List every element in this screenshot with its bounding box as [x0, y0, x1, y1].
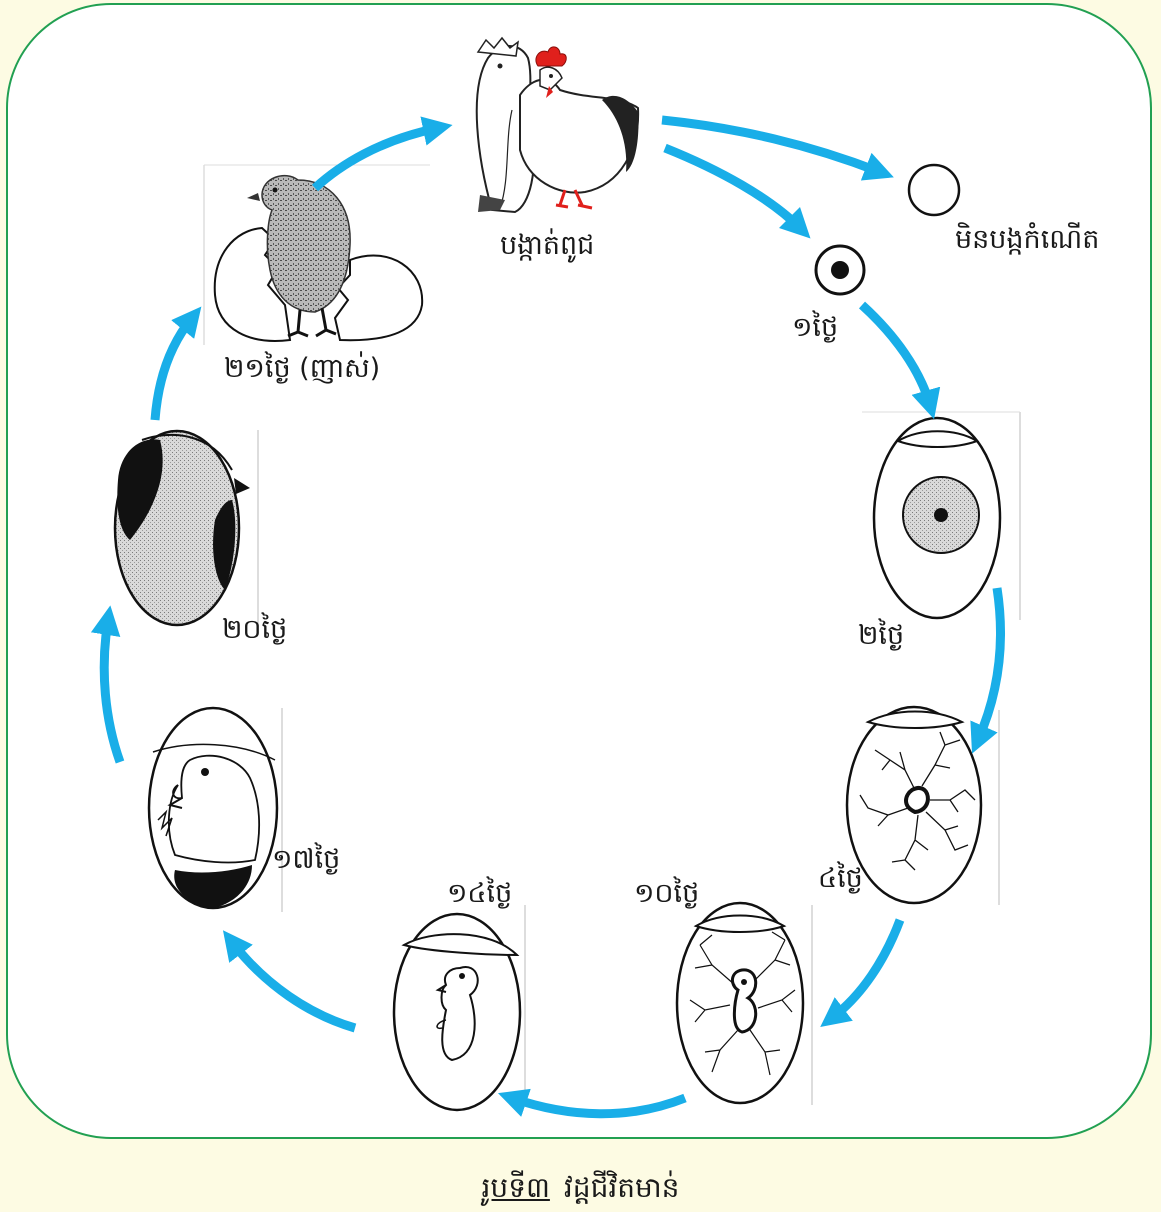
arrow-day10-to-day14 — [512, 1098, 685, 1114]
arrow-mating-to-day1 — [665, 148, 800, 228]
label-day4: ៤ថ្ងៃ — [818, 865, 863, 892]
day20-egg — [115, 430, 258, 625]
label-day20: ២០ថ្ងៃ — [222, 616, 287, 643]
arrow-day20-to-day21 — [155, 318, 192, 420]
day17-egg — [149, 708, 282, 912]
arrow-day4-to-day10 — [832, 920, 900, 1018]
label-day21-hatch: ២១ថ្ងៃ (ញាស់) — [224, 355, 380, 382]
arrow-day21-to-mating — [315, 128, 438, 188]
label-day1: ១ថ្ងៃ — [792, 314, 838, 341]
label-day2: ២ថ្ងៃ — [858, 622, 904, 649]
label-unfertilized: មិនបង្កកំណើត — [955, 226, 1099, 253]
caption-number: រូបទី៣ — [482, 1171, 550, 1204]
hens-mating-image — [477, 38, 639, 212]
label-day17: ១៧ថ្ងៃ — [272, 846, 340, 873]
day10-egg — [677, 903, 812, 1105]
day1-egg — [816, 246, 864, 294]
arrow-day17-to-day20 — [104, 620, 120, 762]
label-day14: ១៤ថ្ងៃ — [447, 880, 512, 907]
label-day10: ១០ថ្ងៃ — [634, 880, 699, 907]
caption-title: វដ្តជីវិតមាន់ — [564, 1171, 680, 1204]
hatching-chick-image — [204, 165, 430, 345]
figure-caption: រូបទី៣ វដ្តជីវិតមាន់ — [0, 1170, 1161, 1211]
life-cycle-illustration — [0, 0, 1161, 1140]
unfertilized-egg — [909, 165, 959, 215]
day14-egg — [394, 905, 525, 1110]
arrow-day1-to-day2 — [862, 305, 930, 405]
arrow-day2-to-day4 — [978, 588, 1001, 740]
label-mating: បង្កាត់ពូជ — [500, 232, 594, 259]
arrow-day14-to-day17 — [232, 942, 355, 1028]
